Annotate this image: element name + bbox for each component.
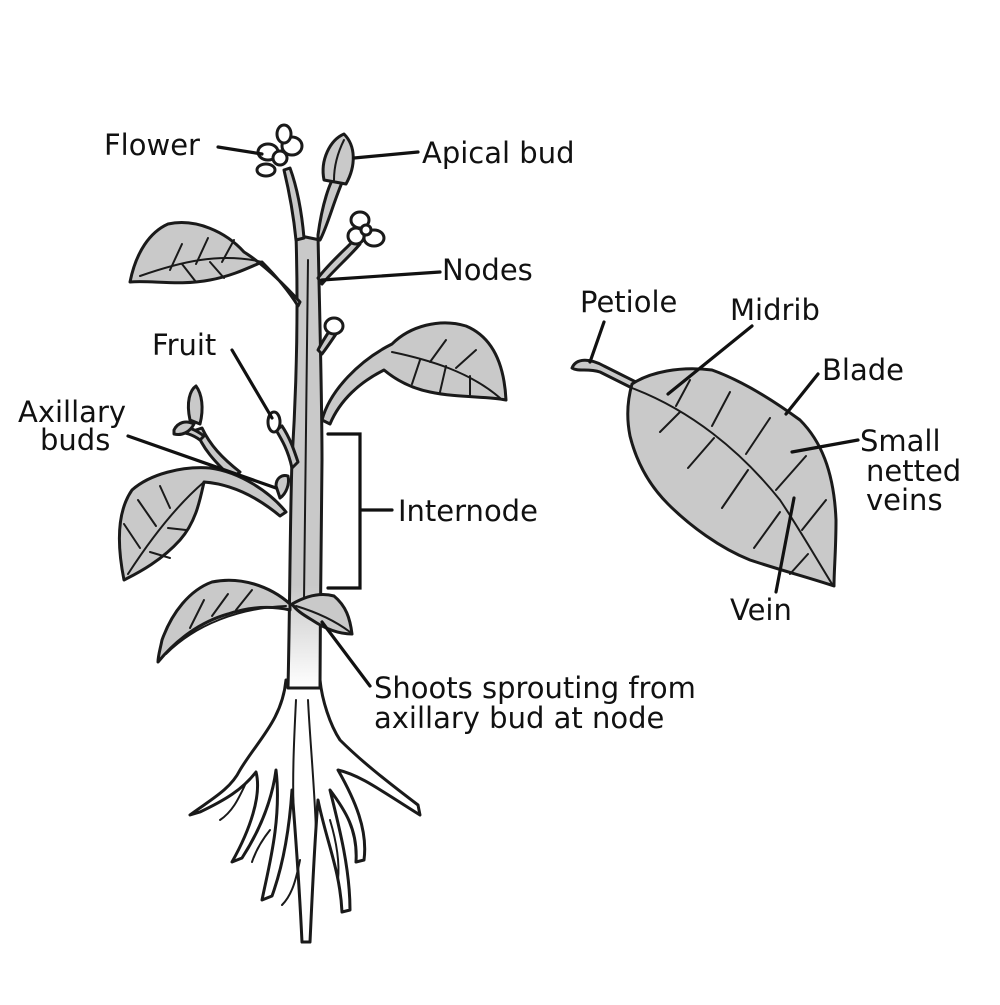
flower-top — [255, 123, 304, 178]
detached-leaf — [570, 358, 838, 588]
label-internode: Internode — [398, 494, 538, 528]
plant-leaf-lower-left — [156, 578, 292, 664]
axillary-bud-node — [274, 474, 290, 500]
label-midrib: Midrib — [730, 293, 820, 327]
leader-midrib — [666, 324, 754, 396]
roots — [188, 678, 422, 944]
apical-bud — [321, 132, 355, 186]
label-flower: Flower — [104, 128, 200, 162]
leader-flower — [216, 145, 264, 156]
leader-apical-bud — [352, 150, 420, 160]
plant-leaf-lower-right — [290, 592, 354, 636]
label-shoots-line1: Shoots sprouting from — [374, 671, 696, 705]
internode-bracket — [326, 432, 394, 590]
axillary-bud-tip — [172, 384, 204, 436]
label-axillary-buds-line2: buds — [40, 423, 110, 457]
label-small-netted-veins-line1: Small — [860, 424, 941, 458]
plant-leaf-middle-left — [117, 466, 288, 582]
plant-leaf-upper-left — [128, 221, 302, 308]
label-shoots-line2: axillary bud at node — [374, 701, 664, 735]
label-axillary-buds-line1: Axillary — [18, 395, 126, 429]
leader-shoots — [320, 620, 372, 688]
leader-nodes — [320, 270, 442, 282]
plant-leaf-upper-right — [320, 321, 508, 426]
label-vein: Vein — [730, 593, 792, 627]
label-small-netted-veins-line3: veins — [866, 483, 943, 517]
leader-petiole — [588, 320, 606, 364]
label-fruit: Fruit — [152, 328, 216, 362]
leader-lines — [126, 145, 860, 688]
label-petiole: Petiole — [580, 285, 677, 319]
leader-axillary-buds — [126, 434, 278, 490]
label-small-netted-veins-line2: netted — [866, 454, 961, 488]
leader-vein — [774, 496, 796, 594]
flower-side — [346, 210, 386, 248]
label-apical-bud: Apical bud — [422, 136, 575, 170]
label-blade: Blade — [822, 353, 904, 387]
leader-small-netted-veins — [790, 438, 860, 454]
leader-fruit — [230, 348, 274, 420]
fruit-upper — [323, 316, 345, 336]
leader-blade — [784, 372, 820, 416]
label-nodes: Nodes — [442, 253, 533, 287]
